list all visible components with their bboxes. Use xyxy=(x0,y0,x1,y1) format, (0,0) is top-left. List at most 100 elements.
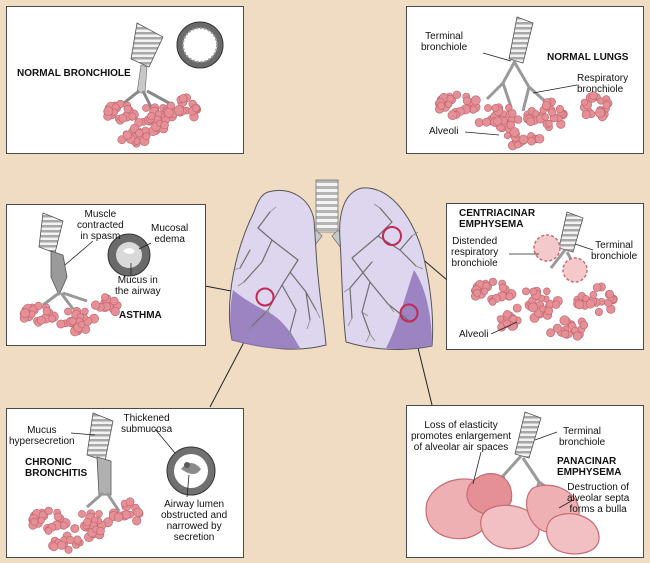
right-lung-lesion xyxy=(386,270,432,350)
alveolus xyxy=(594,308,603,317)
alveolus xyxy=(526,117,535,126)
leader-mucus-hypersecretion xyxy=(70,432,96,436)
panel-chronic-bronchitis: Mucus hypersecretion Thickened submucosa… xyxy=(6,408,244,558)
asthma-title: ASTHMA xyxy=(119,310,162,321)
alveolus xyxy=(70,524,80,533)
alveolus xyxy=(545,119,553,128)
alveolus xyxy=(447,110,458,121)
bronchus-tube xyxy=(558,211,584,253)
alveolus xyxy=(147,111,156,121)
alveolus xyxy=(534,134,545,144)
alveolus xyxy=(101,293,109,302)
alveoli-cluster xyxy=(470,277,618,341)
alveolus xyxy=(66,535,75,545)
alveolus xyxy=(462,96,472,106)
alveoli-cluster xyxy=(19,293,122,337)
alveolus xyxy=(484,104,492,112)
alveolus xyxy=(64,307,72,316)
leader-muscle xyxy=(64,240,94,266)
alveolus xyxy=(597,97,605,105)
leader-airway-lumen xyxy=(186,474,190,498)
alveolus xyxy=(574,299,585,310)
alveolus xyxy=(579,320,589,330)
panel-centriacinar-emphysema: CENTRIACINAR EMPHYSEMA Distended respira… xyxy=(446,203,644,350)
label-airway-lumen: Airway lumen obstructed and narrowed by … xyxy=(161,499,228,543)
centriacinar-illustration xyxy=(470,211,618,341)
alveolus xyxy=(512,303,522,313)
alveolus xyxy=(113,512,124,522)
alveolus xyxy=(572,331,582,341)
label-alveoli: Alveoli xyxy=(459,329,489,340)
alveolus xyxy=(548,108,557,117)
asthma-focus-ring xyxy=(255,287,275,307)
panel-normal-lungs: Terminal bronchiole NORMAL LUNGS Respira… xyxy=(406,6,644,154)
alveolus xyxy=(42,306,52,316)
alveolus xyxy=(543,287,551,295)
label-muscle-contracted: Muscle contracted in spasm xyxy=(77,209,124,242)
alveolus xyxy=(142,132,151,141)
label-terminal-bronchiole: Terminal bronchiole xyxy=(559,426,606,448)
label-mucus-hypersecretion: Mucus hypersecretion xyxy=(9,425,75,447)
alveolus xyxy=(473,288,481,297)
alveoli-cluster xyxy=(103,93,202,148)
alveolus xyxy=(68,317,77,326)
alveolus xyxy=(78,510,86,518)
alveolus xyxy=(581,110,591,120)
alveolus xyxy=(541,101,551,110)
alveolus xyxy=(135,128,144,138)
normal-bronchiole-title: NORMAL BRONCHIOLE xyxy=(17,68,131,79)
alveolus xyxy=(437,101,445,110)
bronchiole-tube xyxy=(38,212,64,254)
alveolus xyxy=(160,120,169,130)
leader-thickened-submucosa xyxy=(154,428,176,454)
alveoli-cluster xyxy=(434,90,613,151)
alveolus xyxy=(470,95,481,106)
alveolus xyxy=(488,277,498,286)
alveolus xyxy=(493,116,503,126)
alveolus xyxy=(544,306,554,316)
alveolus xyxy=(142,104,150,112)
leader-terminal-bronchiole xyxy=(534,431,558,441)
label-alveoli: Alveoli xyxy=(429,126,459,137)
alveolus xyxy=(602,100,611,109)
alveolus xyxy=(30,517,39,526)
leader-terminal-bronchiole xyxy=(482,52,512,62)
bronchiole-branches xyxy=(86,491,121,512)
alveolus xyxy=(503,132,511,140)
label-mucus-in-airway: Mucus in the airway xyxy=(115,275,161,297)
alveolus xyxy=(580,98,588,106)
alveolus xyxy=(529,287,538,296)
alveolus xyxy=(509,315,518,323)
alveolus xyxy=(589,291,598,299)
alveolus xyxy=(192,104,200,113)
alveolus xyxy=(508,109,517,118)
alveolus xyxy=(57,540,67,550)
alveolus xyxy=(133,507,143,518)
label-mucosal-edema: Mucosal edema xyxy=(151,223,189,245)
alveolus xyxy=(513,115,523,124)
label-thickened-submucosa: Thickened submucosa xyxy=(121,413,173,435)
alveolus xyxy=(505,292,514,301)
alveolus xyxy=(20,308,30,318)
alveolus xyxy=(481,287,489,295)
alveolus xyxy=(134,118,144,127)
alveolus xyxy=(546,328,555,338)
label-loss-of-elasticity: Loss of elasticity promotes enlargement … xyxy=(411,420,512,453)
asthma-cross-section xyxy=(107,233,151,277)
alveolus xyxy=(95,510,103,518)
panel-asthma: Muscle contracted in spasm Mucosal edema… xyxy=(6,204,206,346)
alveolus xyxy=(551,300,561,309)
centriacinar-title: CENTRIACINAR EMPHYSEMA xyxy=(459,208,536,230)
centriacinar-focus-ring xyxy=(382,226,402,246)
distended-respiratory-bronchioles xyxy=(533,234,588,283)
chronic-bronchitis-illustration xyxy=(28,412,216,554)
bronchitis-cross-section xyxy=(166,446,216,496)
alveolus xyxy=(506,120,516,130)
leader-alveoli xyxy=(490,321,518,335)
alveolus xyxy=(44,527,53,535)
alveolus xyxy=(81,307,89,316)
alveolus xyxy=(585,299,595,309)
alveolus xyxy=(452,90,462,99)
bronchiole-branches xyxy=(42,291,88,310)
